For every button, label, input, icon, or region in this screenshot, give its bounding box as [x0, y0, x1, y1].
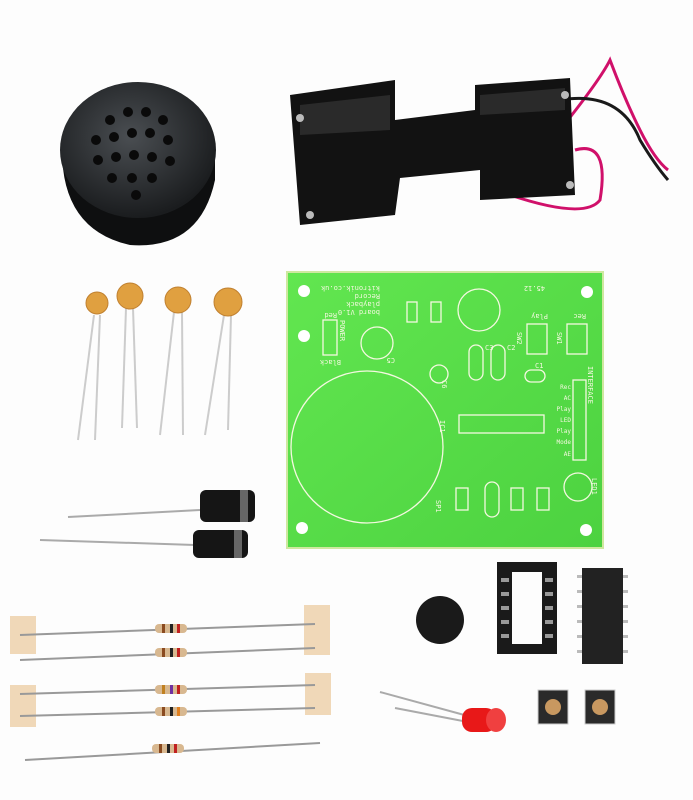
silk-title-4: kitronik.co.uk	[320, 284, 380, 292]
silk-pin-led: LED	[560, 417, 571, 424]
silk-ic1: IC1	[438, 420, 446, 433]
ceramic-capacitor	[204, 287, 243, 436]
tape	[10, 685, 36, 727]
electrolytic-capacitors	[39, 490, 255, 558]
microphone	[416, 596, 464, 644]
silk-title-1: board V1.0	[338, 308, 380, 316]
silk-sw2: SW2	[515, 332, 523, 345]
silk-pin-rec: Rec	[560, 384, 571, 391]
silk-c6: C6	[440, 380, 448, 388]
pcb: board V1.0 playback Record kitronik.co.u…	[286, 271, 604, 549]
resistor	[152, 744, 184, 753]
resistor	[155, 707, 187, 716]
resistor	[155, 648, 187, 657]
speaker	[60, 82, 216, 246]
led	[379, 691, 506, 732]
silk-title-2: playback	[345, 300, 380, 308]
silk-c3: C3	[485, 344, 493, 352]
push-button	[584, 689, 616, 725]
silk-pin-play-2: Play	[557, 428, 572, 435]
silk-date: 45.12	[524, 284, 545, 292]
silk-power: POWER	[338, 320, 346, 342]
silk-pin-play: Play	[557, 406, 572, 413]
silk-pin-mode: Mode	[557, 439, 572, 446]
ic-chip	[577, 568, 628, 664]
silk-sw1: SW1	[555, 332, 563, 345]
black-wire	[559, 96, 670, 181]
silk-red: Red	[324, 311, 337, 319]
resistor	[155, 624, 187, 633]
silk-title-3: Record	[355, 292, 380, 300]
resistors	[10, 605, 331, 761]
silk-led1: LED1	[590, 478, 598, 495]
push-button	[537, 689, 569, 725]
ceramic-capacitor	[116, 282, 144, 429]
silk-black: Black	[319, 358, 341, 366]
red-wire	[558, 56, 669, 172]
silk-sp1: SP1	[434, 500, 442, 513]
ic1-footprint	[458, 414, 545, 434]
ceramic-capacitors	[77, 282, 243, 441]
ceramic-capacitor	[77, 291, 109, 441]
silk-rec: Rec	[573, 312, 586, 320]
interface-header	[572, 379, 587, 461]
resistor	[155, 685, 187, 694]
speaker-footprint	[290, 370, 444, 524]
silk-c5: C5	[387, 356, 395, 364]
silk-c2: C2	[507, 344, 515, 352]
silk-interface: INTERFACE	[586, 366, 594, 404]
tape	[304, 605, 330, 655]
silk-pin-ae: AE	[564, 451, 572, 458]
speaker-grille	[91, 107, 175, 200]
silk-play: Play	[531, 312, 548, 320]
silk-c1: C1	[535, 362, 543, 370]
ceramic-capacitor	[159, 286, 192, 436]
silk-pin-ac: AC	[564, 395, 572, 402]
battery-holder	[290, 56, 670, 225]
ic-socket	[497, 562, 557, 654]
